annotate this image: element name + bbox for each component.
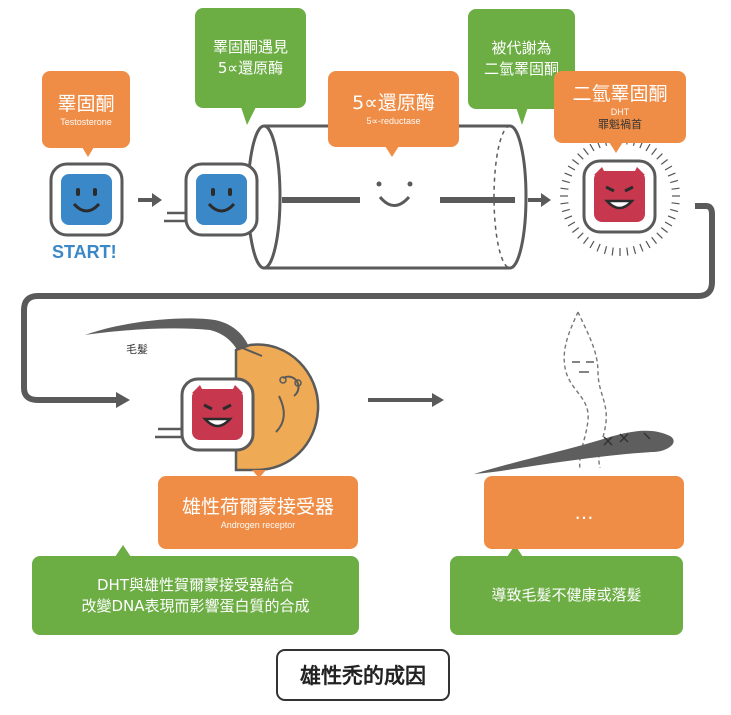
glow-ray [632, 246, 637, 255]
meets-enzyme-callout: 睪固酮遇見 5∝還原酶 [195, 8, 306, 108]
ellipsis-callout: … [484, 476, 684, 549]
glow-ray [567, 221, 576, 227]
testosterone-moving-face-icon [184, 162, 259, 237]
testosterone-subtitle: Testosterone [60, 116, 112, 127]
testosterone-title: 睪固酮 [57, 92, 115, 115]
glow-ray [564, 215, 573, 220]
glow-ray [660, 227, 668, 234]
glow-ray [664, 221, 673, 227]
glow-ray [589, 240, 595, 249]
glow-ray [639, 243, 644, 252]
enzyme-title: 5∝還原酶 [352, 92, 435, 114]
glow-ray [671, 187, 680, 190]
glow-ray [572, 158, 580, 165]
start-label: START! [52, 242, 117, 262]
hair-label: 毛髮 [126, 343, 148, 356]
glow-ray [582, 236, 589, 244]
glow-ray [560, 202, 569, 205]
glow-ray [560, 187, 569, 190]
glow-ray [667, 172, 676, 177]
glow-ray [567, 165, 576, 171]
glow-ray [611, 247, 614, 256]
glow-ray [664, 165, 673, 171]
glow-ray [561, 208, 570, 213]
glow-ray [667, 215, 676, 220]
glow-ray [656, 153, 663, 160]
glow-ray [572, 227, 580, 234]
meets-enzyme-line1: 睪固酮遇見 [212, 38, 288, 56]
flow-connector [21, 203, 715, 403]
glow-ray [645, 240, 651, 249]
glow-ray [651, 236, 658, 244]
callout-tails [82, 107, 623, 557]
hair-strand-healthy [85, 318, 252, 360]
testosterone-face-icon [49, 162, 124, 237]
motion-lines-2 [155, 427, 182, 439]
enzyme-subtitle: 5∝-reductase [366, 116, 421, 126]
glow-ray [582, 148, 589, 156]
arrow-3 [368, 393, 444, 407]
result-note-callout: 導致毛髮不健康或落髮 [450, 556, 683, 635]
meets-enzyme-line2: 5∝還原酶 [217, 59, 284, 77]
flow-arrowhead [116, 392, 130, 408]
dht-glow [560, 136, 680, 256]
glow-ray [589, 143, 595, 152]
enzyme-cylinder [246, 124, 528, 270]
glow-ray [596, 243, 601, 252]
binding-note-line2: 改變DNA表現而影響蛋白質的合成 [81, 596, 310, 615]
androgen-receptor-shape [234, 343, 320, 472]
hair-ghost [563, 311, 607, 471]
dht-devil-face-icon [582, 159, 657, 234]
dht-callout: 二氫睪固酮 DHT 罪魁禍首 [554, 71, 686, 143]
glow-ray [577, 232, 584, 239]
result-note-text: 導致毛髮不健康或落髮 [491, 586, 642, 604]
enzyme-callout: 5∝還原酶 5∝-reductase [328, 71, 459, 147]
receptor-title: 雄性荷爾蒙接受器 [181, 495, 334, 518]
testosterone-callout: 睪固酮 Testosterone [42, 71, 130, 148]
glow-ray [660, 158, 668, 165]
dht-note: 罪魁禍首 [598, 118, 642, 131]
arrow-2 [528, 193, 551, 207]
dht-abbr: DHT [610, 107, 630, 117]
ellipsis-text: … [574, 501, 594, 524]
binding-note-line1: DHT與雄性賀爾蒙接受器結合 [97, 575, 294, 594]
arrow-1 [138, 193, 162, 207]
footer-title-box: 雄性禿的成因 [276, 649, 450, 701]
binding-note-callout: DHT與雄性賀爾蒙接受器結合 改變DNA表現而影響蛋白質的合成 [32, 556, 359, 635]
glow-ray [670, 208, 679, 213]
glow-ray [564, 172, 573, 177]
glow-ray [656, 232, 663, 239]
glow-ray [651, 148, 658, 156]
glow-ray [577, 153, 584, 160]
motion-lines [164, 211, 186, 223]
enzyme-face [376, 181, 413, 207]
glow-ray [603, 246, 608, 255]
glow-ray [671, 202, 680, 205]
metabolized-line1: 被代謝為 [491, 39, 552, 57]
dht-title: 二氫睪固酮 [572, 83, 668, 105]
metabolized-line2: 二氫睪固酮 [483, 60, 559, 78]
glow-ray [561, 179, 570, 184]
glow-ray [645, 143, 651, 152]
receptor-subtitle: Androgen receptor [220, 519, 296, 530]
glow-ray [670, 179, 679, 184]
hair-strand-fallen [474, 430, 674, 474]
dht-bound-face-icon [180, 377, 255, 452]
receptor-callout: 雄性荷爾蒙接受器 Androgen receptor [158, 476, 358, 549]
footer-title: 雄性禿的成因 [300, 664, 426, 688]
glow-ray [626, 247, 629, 256]
